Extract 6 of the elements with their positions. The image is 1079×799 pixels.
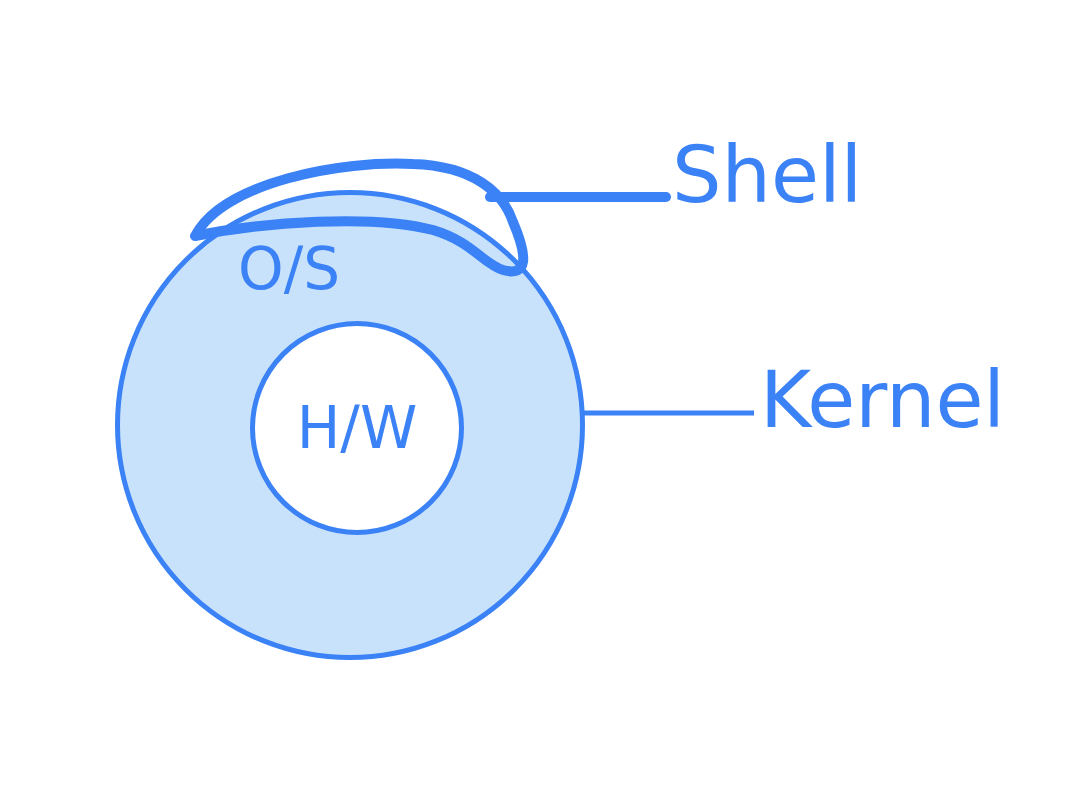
circle-label: H/W bbox=[296, 394, 418, 462]
leader-line bbox=[582, 410, 754, 416]
shell-label: Shell bbox=[672, 130, 863, 220]
kernel-label: Kernel bbox=[760, 355, 1006, 445]
leader-line bbox=[485, 192, 671, 202]
circle-label: O/S bbox=[238, 235, 340, 303]
